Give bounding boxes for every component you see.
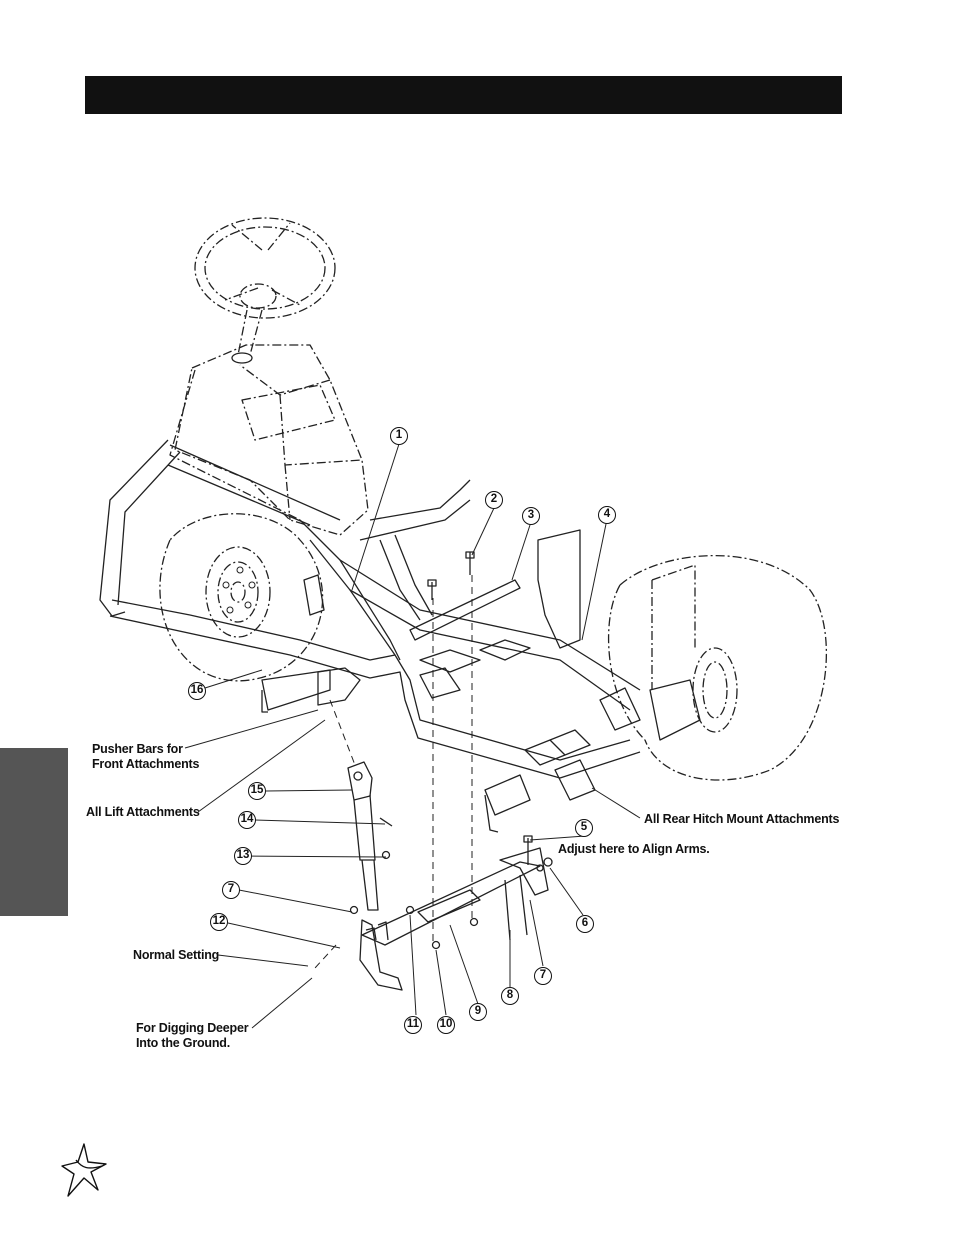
callout-5: 5 [575,819,593,837]
label-rear-hitch: All Rear Hitch Mount Attachments [644,812,840,826]
callout-16: 16 [188,682,206,700]
header-bar [85,76,842,114]
hardware-nuts [349,817,544,950]
callout-2: 2 [485,491,503,509]
alignment-lines [314,575,473,969]
callout-7-left: 7 [222,881,240,899]
steering-wheel [194,217,336,319]
bracket-4 [537,529,581,649]
callout-6: 6 [576,915,594,933]
callout-7-right: 7 [534,967,552,985]
tractor-body [169,344,369,536]
label-pusher-bars: Pusher Bars for Front Attachments [92,742,200,771]
bar-3 [409,579,521,641]
label-all-lift: All Lift Attachments [86,805,200,819]
wheel-lug-nuts [222,566,256,614]
front-bracket [317,667,361,706]
mount-plates [419,639,531,673]
label-normal-setting: Normal Setting [133,948,220,962]
hitch-bar-assembly [359,835,553,991]
callout-11: 11 [404,1016,422,1034]
side-tab [0,748,68,916]
callout-8: 8 [501,987,519,1005]
callout-4: 4 [598,506,616,524]
lift-cylinder-15 [347,761,379,911]
callout-1: 1 [390,427,408,445]
left-front-wheel [159,513,324,682]
star-logo-icon [61,1143,107,1197]
callout-14: 14 [238,811,256,829]
callout-15: 15 [248,782,266,800]
callout-3: 3 [522,507,540,525]
bolt-2 [465,551,475,575]
right-rear-wheel [607,554,827,781]
label-digging: For Digging Deeper Into the Ground. [136,1021,249,1050]
tractor-frame [99,439,641,779]
callout-13: 13 [234,847,252,865]
label-adjust: Adjust here to Align Arms. [558,842,710,856]
leader-lines [184,443,641,1029]
rear-hitch-brackets [524,729,591,766]
callout-10: 10 [437,1016,455,1034]
callout-9: 9 [469,1003,487,1021]
callout-12: 12 [210,913,228,931]
